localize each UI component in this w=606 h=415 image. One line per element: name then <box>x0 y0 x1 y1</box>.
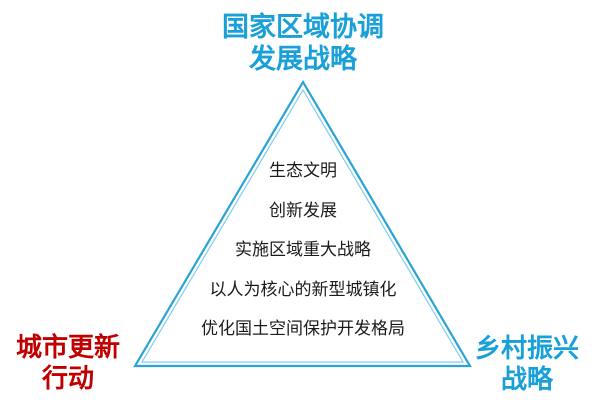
top-vertex-label: 国家区域协调 发展战略 <box>0 12 606 76</box>
center-item: 生态文明 <box>269 161 337 181</box>
left-vertex-line-1: 城市更新 <box>15 333 120 363</box>
right-vertex-line-1: 乡村振兴 <box>474 334 579 364</box>
center-item: 实施区域重大战略 <box>235 240 371 260</box>
top-vertex-line-2: 发展战略 <box>249 43 357 75</box>
left-vertex-line-2: 行动 <box>41 363 94 394</box>
triangle-outer-outline <box>133 79 472 368</box>
center-item: 优化国土空间保护开发格局 <box>201 319 405 339</box>
top-vertex-line-1: 国家区域协调 <box>222 12 384 43</box>
center-item: 以人为核心的新型城镇化 <box>209 279 397 300</box>
right-vertex-label: 乡村振兴 战略 <box>462 334 592 395</box>
left-vertex-label: 城市更新 行动 <box>8 333 128 394</box>
center-item-list: 生态文明 创新发展 实施区域重大战略 以人为核心的新型城镇化 优化国土空间保护开… <box>150 152 456 350</box>
triangle-inner-outline <box>140 88 465 363</box>
right-vertex-line-2: 战略 <box>500 364 553 395</box>
center-item: 创新发展 <box>269 200 337 221</box>
